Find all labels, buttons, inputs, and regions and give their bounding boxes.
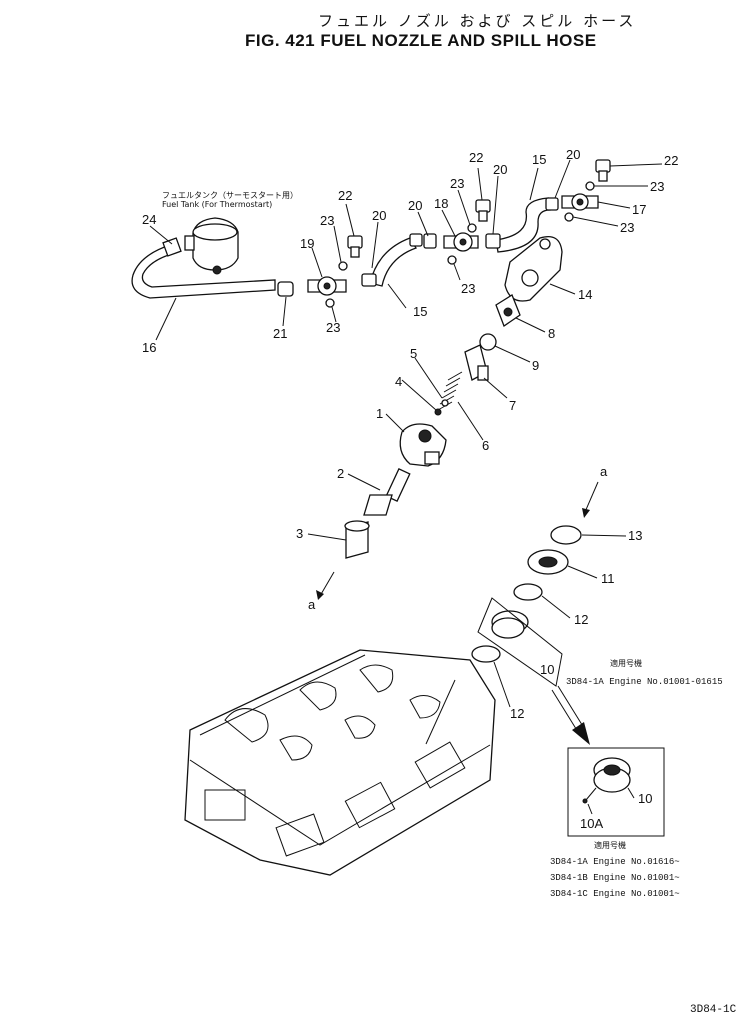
banjo-fitting-18 [423,232,479,252]
sleeve-10-variant [582,757,631,804]
spring-seat-7 [464,344,489,381]
callout-20-a: 20 [372,208,386,223]
washer-23 [564,212,574,222]
callout-23-f: 23 [620,220,634,235]
washer-23 [447,255,457,265]
banjo-bolt-22-middle [475,199,491,222]
nozzle-bore-line [425,679,456,745]
gasket-12-upper [513,583,543,601]
nozzle-holder-body-1 [399,423,447,467]
callout-7: 7 [509,398,516,413]
title-japanese: フュエル ノズル および スピル ホース [318,12,637,30]
retaining-nut-8 [495,294,521,328]
callout-14: 14 [578,287,592,302]
nozzle-sleeve-3 [344,520,370,559]
callout-23-c: 23 [450,176,464,191]
callout-13: 13 [628,528,642,543]
push-rod-4 [434,408,442,416]
applicability-1-heading: 適用号機 [610,658,642,668]
applicability-2-heading: 適用号機 [594,840,626,850]
callout-15-right: 15 [532,152,546,167]
washer-9 [479,333,497,351]
nozzle-holder-14 [504,235,563,302]
page-code: 3D84-1C [690,1004,737,1016]
callout-5: 5 [410,346,417,361]
washer-23 [338,261,348,271]
callout-1: 1 [376,406,383,421]
callout-23-d: 23 [461,281,475,296]
fuel-hose-16 [131,237,294,299]
callout-a-bottom: a [308,597,316,612]
callout-22-middle: 22 [469,150,483,165]
washer-23 [467,223,477,233]
applicability-1-line1: 3D84-1A Engine No.01001-01615 [566,677,723,687]
sleeve-10 [491,610,529,639]
callout-2: 2 [337,466,344,481]
callout-8: 8 [548,326,555,341]
callout-15-left: 15 [413,304,427,319]
spill-hose-15-left [361,233,423,287]
callout-21: 21 [273,326,287,341]
callout-20-b: 20 [408,198,422,213]
applicability-2-line2: 3D84-1B Engine No.01001~ [550,873,680,883]
callout-22-right: 22 [664,153,678,168]
nozzle-tip-2 [363,468,411,516]
spill-hose-15-right [485,197,559,253]
leader-lines [149,159,663,815]
callout-6: 6 [482,438,489,453]
group-bracket-10 [477,597,563,687]
fuel-tank-label-en: Fuel Tank (For Thermostart) [162,200,272,209]
callout-22-left: 22 [338,188,352,203]
callout-23-e: 23 [650,179,664,194]
callout-3: 3 [296,526,303,541]
callout-12-upper: 12 [574,612,588,627]
callout-12-lower: 12 [510,706,524,721]
callout-17: 17 [632,202,646,217]
seal-11 [527,549,569,575]
callout-23-a: 23 [320,213,334,228]
banjo-fitting-19 [307,276,347,296]
callout-20-c: 20 [493,162,507,177]
callout-4: 4 [395,374,402,389]
callout-19: 19 [300,236,314,251]
o-ring-13 [550,525,582,545]
washer-23 [585,181,595,191]
variant-inset-box [567,747,665,837]
callout-16: 16 [142,340,156,355]
fuel-tank-label-jp: フュエルタンク（サーモスタート用） [162,191,298,200]
applicability-2-line1: 3D84-1A Engine No.01616~ [550,857,680,867]
callout-10A: 10A [580,816,603,831]
callout-10-variant: 10 [638,791,652,806]
fuel-tank [184,217,239,275]
washer-23 [325,298,335,308]
callout-20-d: 20 [566,147,580,162]
cylinder-head [184,649,496,876]
banjo-bolt-22-left [347,235,363,258]
hatched-arrow-head [572,722,590,745]
callout-18: 18 [434,196,448,211]
callout-11: 11 [601,571,615,586]
ref-arrow-a-bottom [319,571,335,597]
applicability-2-line3: 3D84-1C Engine No.01001~ [550,889,680,899]
figure-title: FIG. 421 FUEL NOZZLE AND SPILL HOSE [245,31,597,50]
spring-6 [437,371,463,411]
callout-9: 9 [532,358,539,373]
ref-arrow-a-top [584,481,599,513]
banjo-bolt-22-right [595,159,611,182]
shim-5 [441,399,449,407]
callout-a-top: a [600,464,608,479]
callout-23-b: 23 [326,320,340,335]
banjo-fitting-17 [561,193,599,211]
hatched-arrow-shaft [551,685,585,733]
callout-24: 24 [142,212,156,227]
callout-10: 10 [540,662,554,677]
gasket-12-lower [471,645,501,663]
